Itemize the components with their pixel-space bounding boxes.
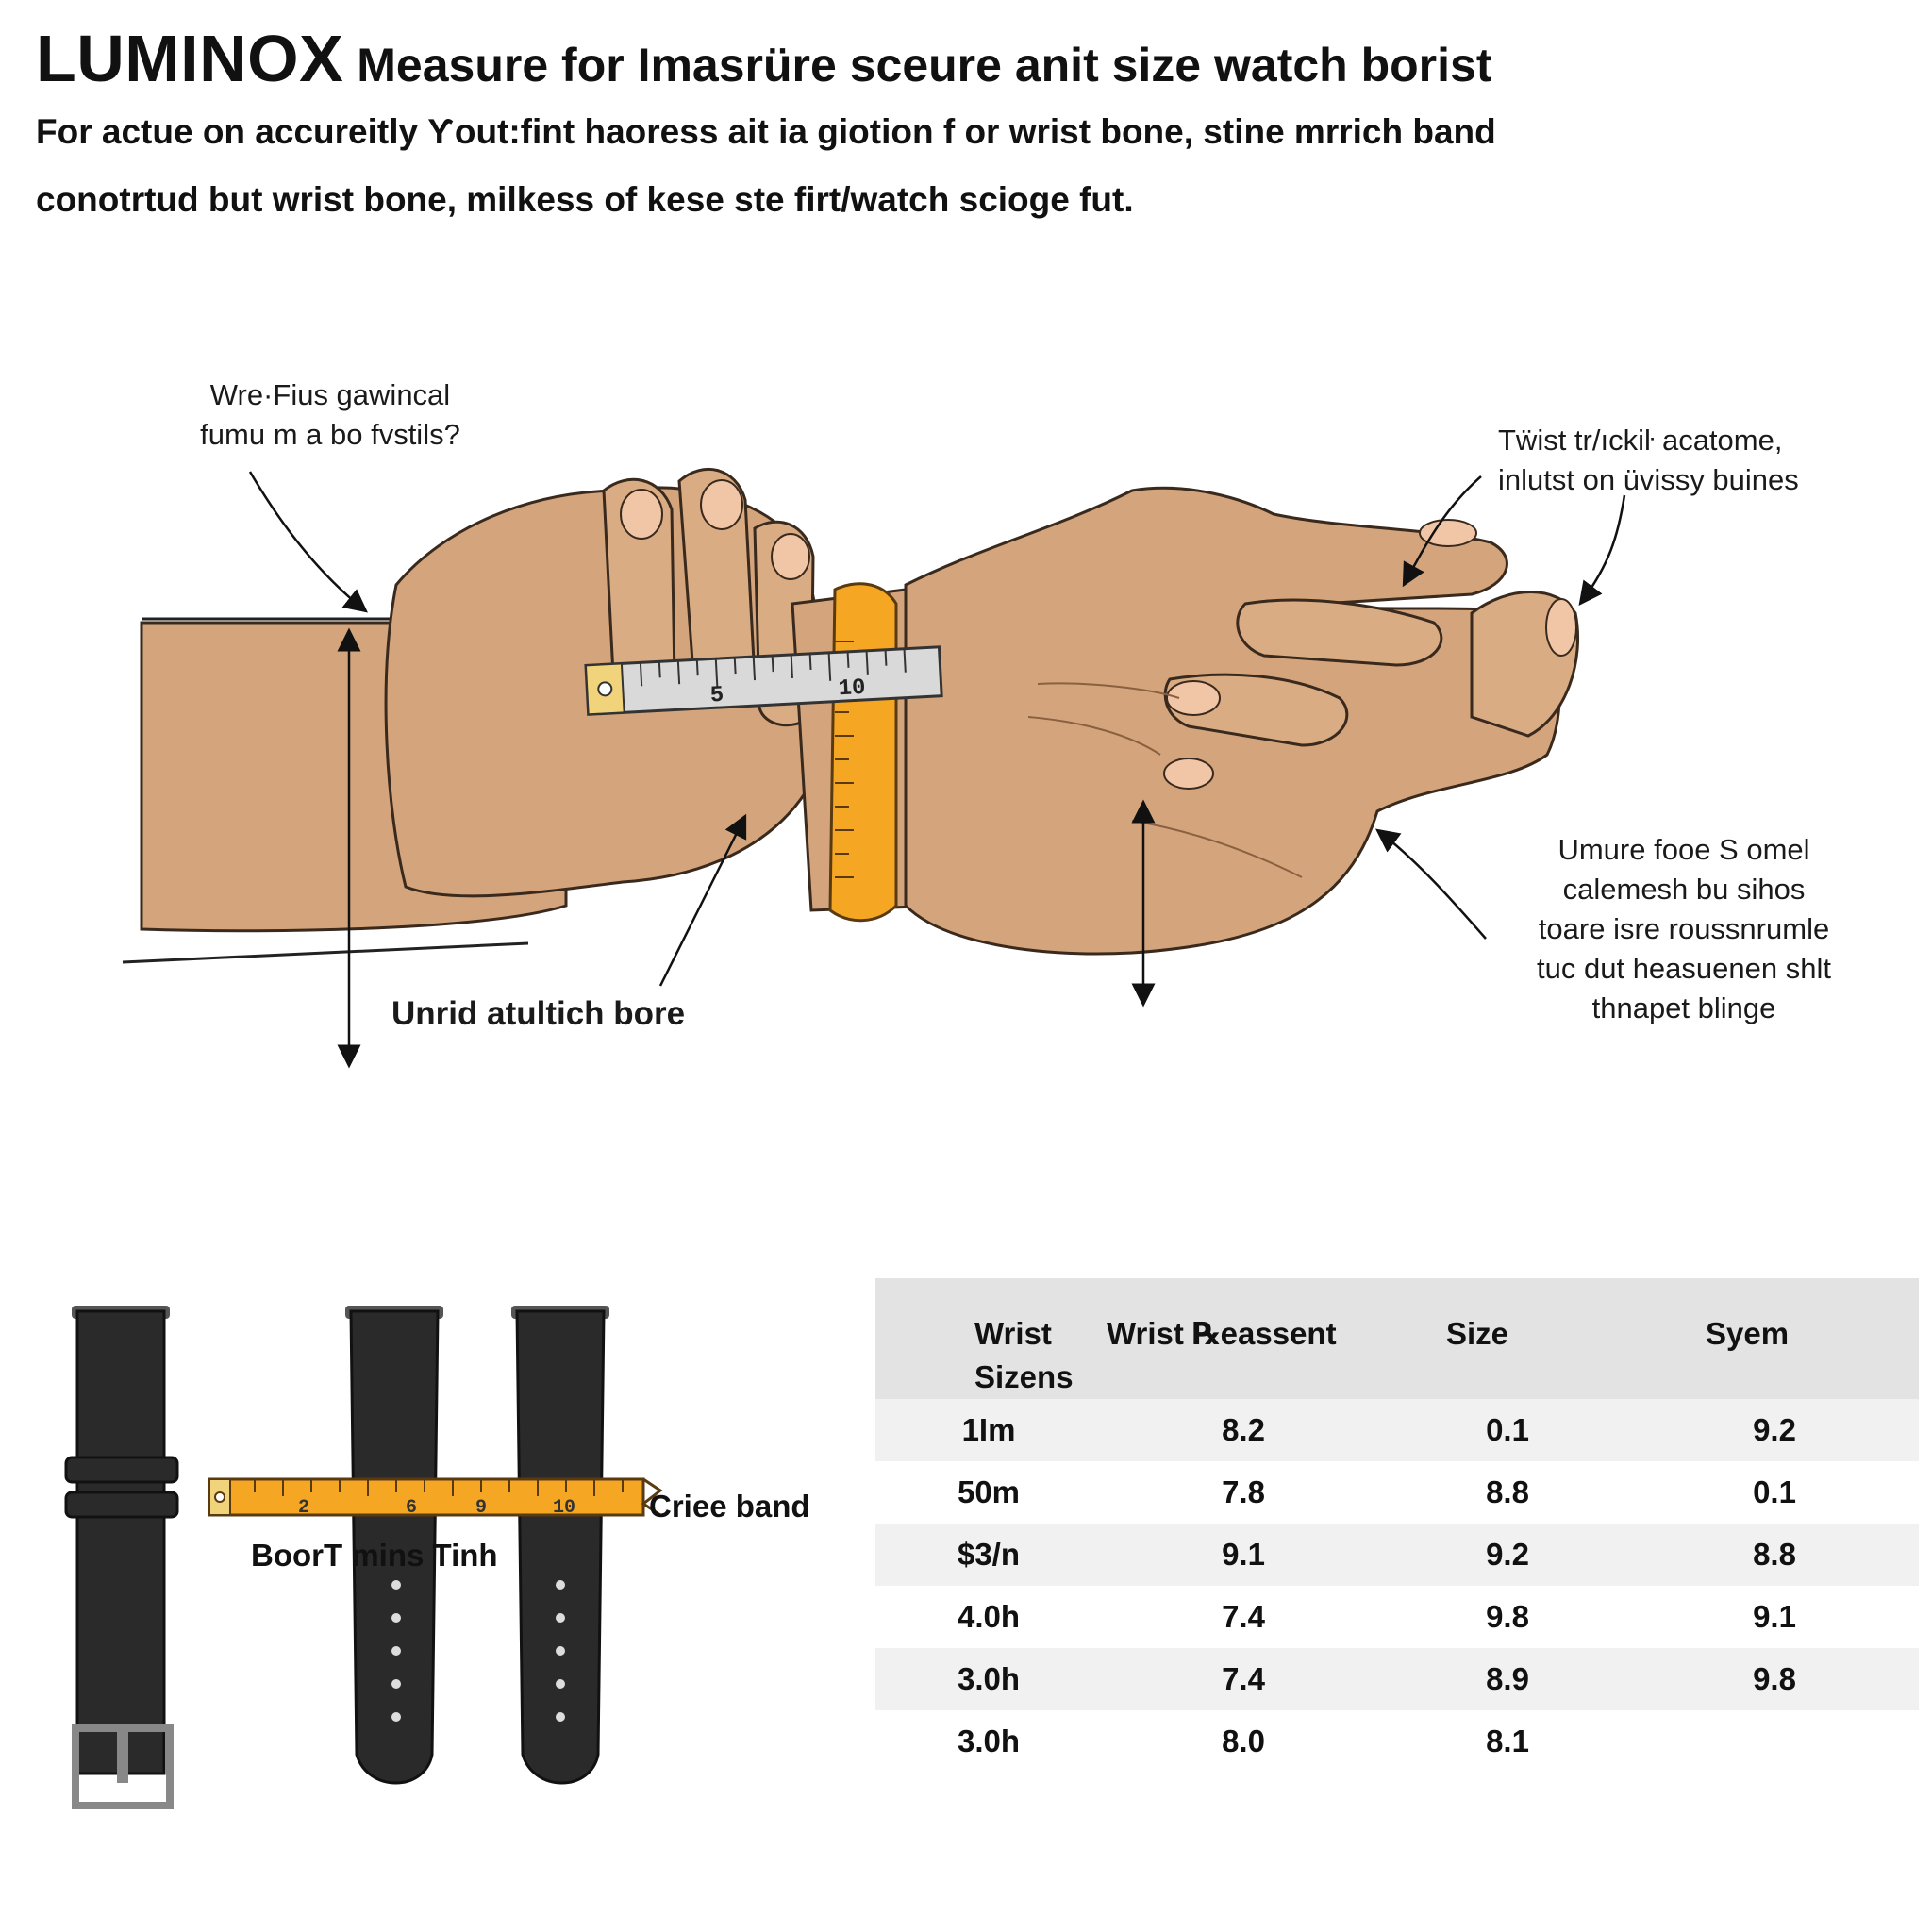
watch-strap-right xyxy=(511,1306,609,1785)
table-row: $3/n 9.1 9.2 8.8 xyxy=(875,1524,1919,1586)
wrist-measurement-illustration: 5 10 xyxy=(122,467,1626,1069)
table-row: 4.0h 7.4 9.8 9.1 xyxy=(875,1586,1919,1648)
ruler-mark-10: 10 xyxy=(838,675,866,702)
arrow-callout-left xyxy=(248,471,368,613)
strap-label: BoorT mins Tinh xyxy=(251,1538,498,1573)
column-header-system: Syem xyxy=(1630,1278,1919,1399)
watch-straps-illustration: 2 6 9 10 xyxy=(64,1306,663,1809)
callout-line: Wre·Fius gawincal xyxy=(209,378,451,411)
table-cell: 0.1 xyxy=(1630,1461,1919,1524)
table-cell: 8.2 xyxy=(1102,1399,1385,1461)
table-cell: 9.1 xyxy=(1102,1524,1385,1586)
band-measuring-tape: 2 6 9 10 xyxy=(208,1477,663,1519)
table-cell: 7.4 xyxy=(1102,1586,1385,1648)
callout-line: toare isre roussnrumle xyxy=(1538,912,1830,945)
table-cell: 0.1 xyxy=(1385,1399,1630,1461)
callout-line: inlutst on üvissy buines xyxy=(1498,463,1799,496)
tape-mark: 6 xyxy=(406,1497,417,1519)
arrow-callout-right-bottom xyxy=(1375,828,1487,940)
fingernail xyxy=(700,479,743,530)
fingernail xyxy=(1163,758,1214,790)
arrow-callout-bottom xyxy=(658,813,747,987)
fingernail xyxy=(1166,680,1221,716)
table-row: 50m 7.8 8.8 0.1 xyxy=(875,1461,1919,1524)
table-cell: 9.8 xyxy=(1385,1586,1630,1648)
callout-left: Wre·Fius gawincal fumu m a bo fvstils? xyxy=(179,375,481,455)
callout-bottom: Unrid atultich bore xyxy=(391,995,686,1032)
table-cell: 50m xyxy=(875,1461,1102,1524)
watch-strap-with-buckle xyxy=(64,1306,179,1809)
table-cell: 9.1 xyxy=(1630,1586,1919,1648)
arrow-callout-right-top-2 xyxy=(1578,494,1626,607)
brand-logo: LUMINOX xyxy=(36,22,344,95)
fingernail xyxy=(1545,598,1577,657)
ruler-mark-5: 5 xyxy=(709,683,724,709)
callout-line: calemesh bu sihos xyxy=(1562,873,1806,906)
table-cell: 3.0h xyxy=(875,1648,1102,1710)
table-cell: 8.1 xyxy=(1385,1710,1630,1773)
table-cell xyxy=(1630,1710,1919,1773)
table-cell: 8.8 xyxy=(1385,1461,1630,1524)
tape-mark: 9 xyxy=(475,1497,487,1519)
tape-mark: 2 xyxy=(298,1497,309,1519)
forearm-edge-line xyxy=(122,941,529,964)
callout-line: fumu m a bo fvstils? xyxy=(200,418,460,451)
callout-right-bottom: Umure fooe S omel calemesh bu sihos toar… xyxy=(1472,830,1896,1028)
callout-right-top: Tẅist tr/ıckiŀ acatome, inlutst on üviss… xyxy=(1498,421,1894,500)
table-row: 3.0h 8.0 8.1 xyxy=(875,1710,1919,1773)
table-cell: 3.0h xyxy=(875,1710,1102,1773)
skin-crease xyxy=(1037,682,1180,699)
table-cell: 9.8 xyxy=(1630,1648,1919,1710)
ruler: 5 10 xyxy=(584,645,943,716)
size-table-body: 1Im 8.2 0.1 9.2 50m 7.8 8.8 0.1 $3/n 9.1… xyxy=(875,1399,1919,1773)
table-cell: 8.8 xyxy=(1630,1524,1919,1586)
skin-crease xyxy=(1027,716,1161,756)
callout-line: tuc dut heasuenen shlt xyxy=(1537,952,1831,985)
table-cell: 4.0h xyxy=(875,1586,1102,1648)
intro-text-line-2: conotrtud but wrist bone, milkess of kes… xyxy=(36,180,1134,219)
watch-strap-middle xyxy=(345,1306,443,1785)
table-cell: 1Im xyxy=(875,1399,1102,1461)
arrow-callout-right-top xyxy=(1402,475,1482,588)
page-title: Measure for Imasrüre sceure anit size wa… xyxy=(357,39,1492,92)
table-cell: $3/n xyxy=(875,1524,1102,1586)
tape-mark: 10 xyxy=(553,1497,575,1519)
band-label: Criee band xyxy=(649,1489,810,1524)
fingernail xyxy=(620,489,663,540)
table-cell: 9.2 xyxy=(1630,1399,1919,1461)
fingernail xyxy=(771,533,810,580)
callout-line: Tẅist tr/ıckiŀ acatome, xyxy=(1498,424,1783,457)
right-finger-shape xyxy=(1236,598,1443,667)
callout-line: thnapet blinge xyxy=(1591,991,1776,1024)
table-row: 1Im 8.2 0.1 9.2 xyxy=(875,1399,1919,1461)
table-cell: 7.4 xyxy=(1102,1648,1385,1710)
column-header-wrist-measurement: Wrist ℞eassent xyxy=(1102,1278,1385,1399)
table-cell: 9.2 xyxy=(1385,1524,1630,1586)
intro-text-line-1: For actue on accureitly Ƴout:fint haores… xyxy=(36,112,1496,151)
table-cell: 7.8 xyxy=(1102,1461,1385,1524)
column-header-size: Size xyxy=(1385,1278,1630,1399)
callout-line: Umure fooe S omel xyxy=(1557,833,1810,866)
table-cell: 8.9 xyxy=(1385,1648,1630,1710)
fingernail xyxy=(1419,519,1477,547)
table-row: 3.0h 7.4 8.9 9.8 xyxy=(875,1648,1919,1710)
table-cell: 8.0 xyxy=(1102,1710,1385,1773)
measuring-tape-loop xyxy=(828,582,898,923)
